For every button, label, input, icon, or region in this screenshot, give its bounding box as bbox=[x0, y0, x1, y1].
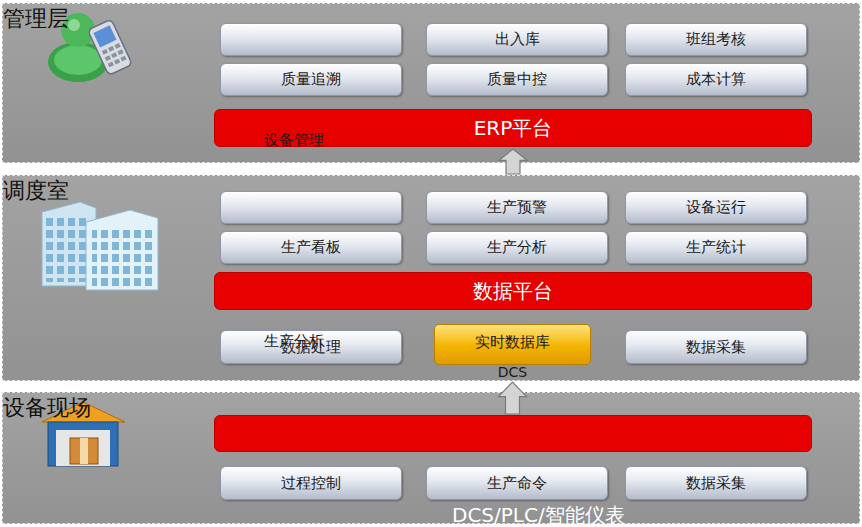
platform-bar: 数据平台 bbox=[214, 272, 812, 310]
layer-title: 设备现场 bbox=[3, 393, 91, 423]
database-box: 实时数据库DCS bbox=[434, 324, 591, 365]
box-label: 实时数据库 bbox=[475, 333, 550, 352]
box-label: 数据采集 bbox=[686, 474, 746, 493]
box-label: ERP平台 bbox=[474, 115, 553, 142]
function-button: 生产分析 bbox=[426, 231, 608, 264]
function-button: 生产统计 bbox=[625, 231, 807, 264]
system-caption: DCS bbox=[435, 364, 590, 380]
box-label: 质量中控 bbox=[487, 70, 547, 89]
function-button: 生产命令 bbox=[426, 466, 608, 500]
function-button: 出入库 bbox=[426, 23, 608, 56]
box-label: 过程控制 bbox=[281, 474, 341, 493]
function-button: 质量追溯 bbox=[220, 63, 402, 96]
function-button: 质量中控 bbox=[426, 63, 608, 96]
box-label: 设备管理 bbox=[264, 131, 394, 150]
box-label: 生产看板 bbox=[281, 238, 341, 257]
function-button: 过程控制 bbox=[220, 466, 402, 500]
function-button: 班组考核 bbox=[625, 23, 807, 56]
box-label: 出入库 bbox=[495, 30, 540, 49]
block-arrow bbox=[499, 149, 527, 174]
function-button: 数据采集 bbox=[625, 466, 807, 500]
manager-icon bbox=[48, 13, 132, 82]
warehouse-icon bbox=[42, 402, 125, 466]
layer-title: 调度室 bbox=[3, 176, 69, 206]
box-label: 生产命令 bbox=[487, 474, 547, 493]
box-label: 数据采集 bbox=[686, 338, 746, 357]
box-label: DCS/PLC/智能仪表 bbox=[452, 502, 602, 527]
function-button: 设备管理 bbox=[220, 23, 402, 56]
building-icon bbox=[42, 202, 158, 290]
layer-band: 生产分析生产预警设备运行生产看板生产分析生产统计数据平台数据处理实时数据库DCS… bbox=[2, 175, 860, 381]
box-label: 成本计算 bbox=[686, 70, 746, 89]
function-button: 生产分析 bbox=[220, 191, 402, 224]
function-button: 生产预警 bbox=[426, 191, 608, 224]
function-button: 数据采集 bbox=[625, 330, 807, 364]
block-arrow bbox=[499, 382, 527, 414]
layer-title: 管理层 bbox=[3, 4, 69, 34]
box-label: 班组考核 bbox=[686, 30, 746, 49]
box-label: 生产统计 bbox=[686, 238, 746, 257]
function-button: 设备运行 bbox=[625, 191, 807, 224]
function-button: 成本计算 bbox=[625, 63, 807, 96]
function-button: 生产看板 bbox=[220, 231, 402, 264]
box-label: 生产预警 bbox=[487, 198, 547, 217]
box-label: 设备运行 bbox=[686, 198, 746, 217]
box-label: 质量追溯 bbox=[281, 70, 341, 89]
layer-band: 设备管理 出入库 班组考核质量追溯 质量中控 成本计算 ERP平台 管理层 bbox=[2, 3, 860, 163]
box-label: 数据处理 bbox=[281, 338, 341, 357]
layer-band: DCS/PLC/智能仪表过程控制生产命令数据采集设备现场 bbox=[2, 392, 860, 524]
platform-bar: DCS/PLC/智能仪表 bbox=[214, 415, 812, 452]
box-label: 生产分析 bbox=[487, 238, 547, 257]
box-label: 数据平台 bbox=[473, 278, 553, 305]
